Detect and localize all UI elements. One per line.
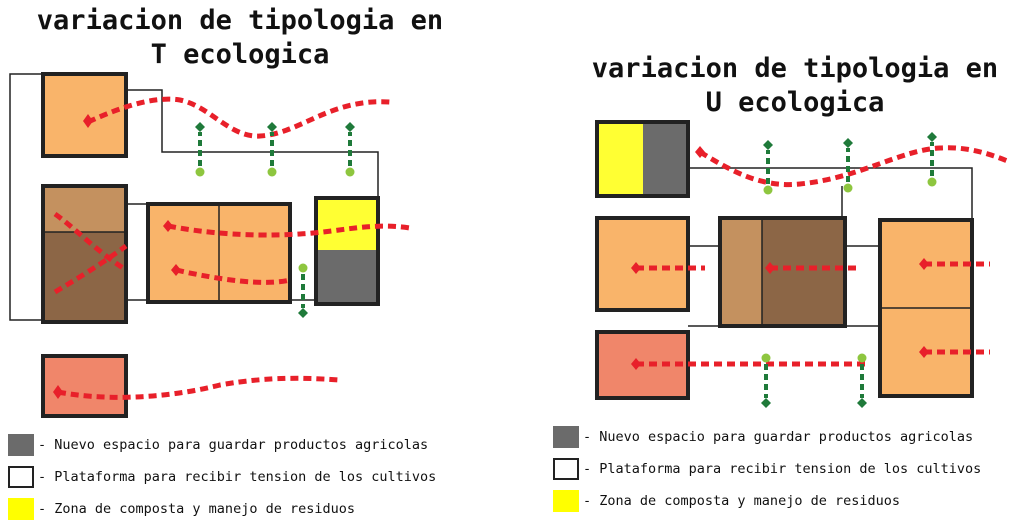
- u-flow-tips: [631, 146, 929, 370]
- storage-swatch: [553, 426, 579, 448]
- platform-swatch: [8, 466, 34, 488]
- platform-swatch: [553, 458, 579, 480]
- u-plan: [595, 120, 1011, 410]
- title-u-ecologica: variacion de tipologia en U ecologica: [560, 52, 1030, 120]
- legend-item-storage: - Nuevo espacio para guardar productos a…: [8, 434, 428, 456]
- title-t-line1: variacion de tipologia en: [36, 5, 444, 36]
- t-flow-tips: [53, 114, 181, 399]
- u-top-left-block: [595, 120, 690, 198]
- legend-left: - Nuevo espacio para guardar productos a…: [8, 434, 498, 522]
- t-bottom-block: [41, 354, 128, 418]
- legend-item-storage: - Nuevo espacio para guardar productos a…: [553, 426, 973, 448]
- legend-platform-label: - Plataforma para recibir tension de los…: [583, 461, 982, 477]
- compost-swatch: [8, 498, 34, 520]
- t-plan: [9, 72, 411, 418]
- title-u-line1: variacion de tipologia en: [591, 53, 999, 84]
- storage-swatch: [8, 434, 34, 456]
- u-mid-left-block: [595, 216, 690, 312]
- u-right-block: [878, 218, 974, 398]
- t-center-block: [146, 202, 292, 304]
- title-t-ecologica: variacion de tipologia en T ecologica: [20, 4, 460, 72]
- t-left-block: [41, 184, 128, 324]
- legend-storage-label: - Nuevo espacio para guardar productos a…: [38, 437, 429, 453]
- title-u-line2: U ecologica: [705, 87, 885, 118]
- legend-item-compost: - Zona de composta y manejo de residuos: [8, 498, 355, 520]
- u-center-block: [718, 216, 847, 328]
- legend-platform-label: - Plataforma para recibir tension de los…: [38, 469, 437, 485]
- legend-item-platform: - Plataforma para recibir tension de los…: [553, 458, 981, 480]
- t-flow-lines: [53, 96, 411, 400]
- title-t-line2: T ecologica: [150, 39, 330, 70]
- t-top-block: [41, 72, 128, 158]
- legend-item-platform: - Plataforma para recibir tension de los…: [8, 466, 436, 488]
- t-right-block: [314, 196, 380, 306]
- u-flow-lines: [636, 145, 1011, 367]
- legend-compost-label: - Zona de composta y manejo de residuos: [38, 501, 355, 517]
- legend-right: - Nuevo espacio para guardar productos a…: [553, 426, 1034, 516]
- legend-compost-label: - Zona de composta y manejo de residuos: [583, 493, 900, 509]
- compost-swatch: [553, 490, 579, 512]
- legend-storage-label: - Nuevo espacio para guardar productos a…: [583, 429, 974, 445]
- legend-item-compost: - Zona de composta y manejo de residuos: [553, 490, 900, 512]
